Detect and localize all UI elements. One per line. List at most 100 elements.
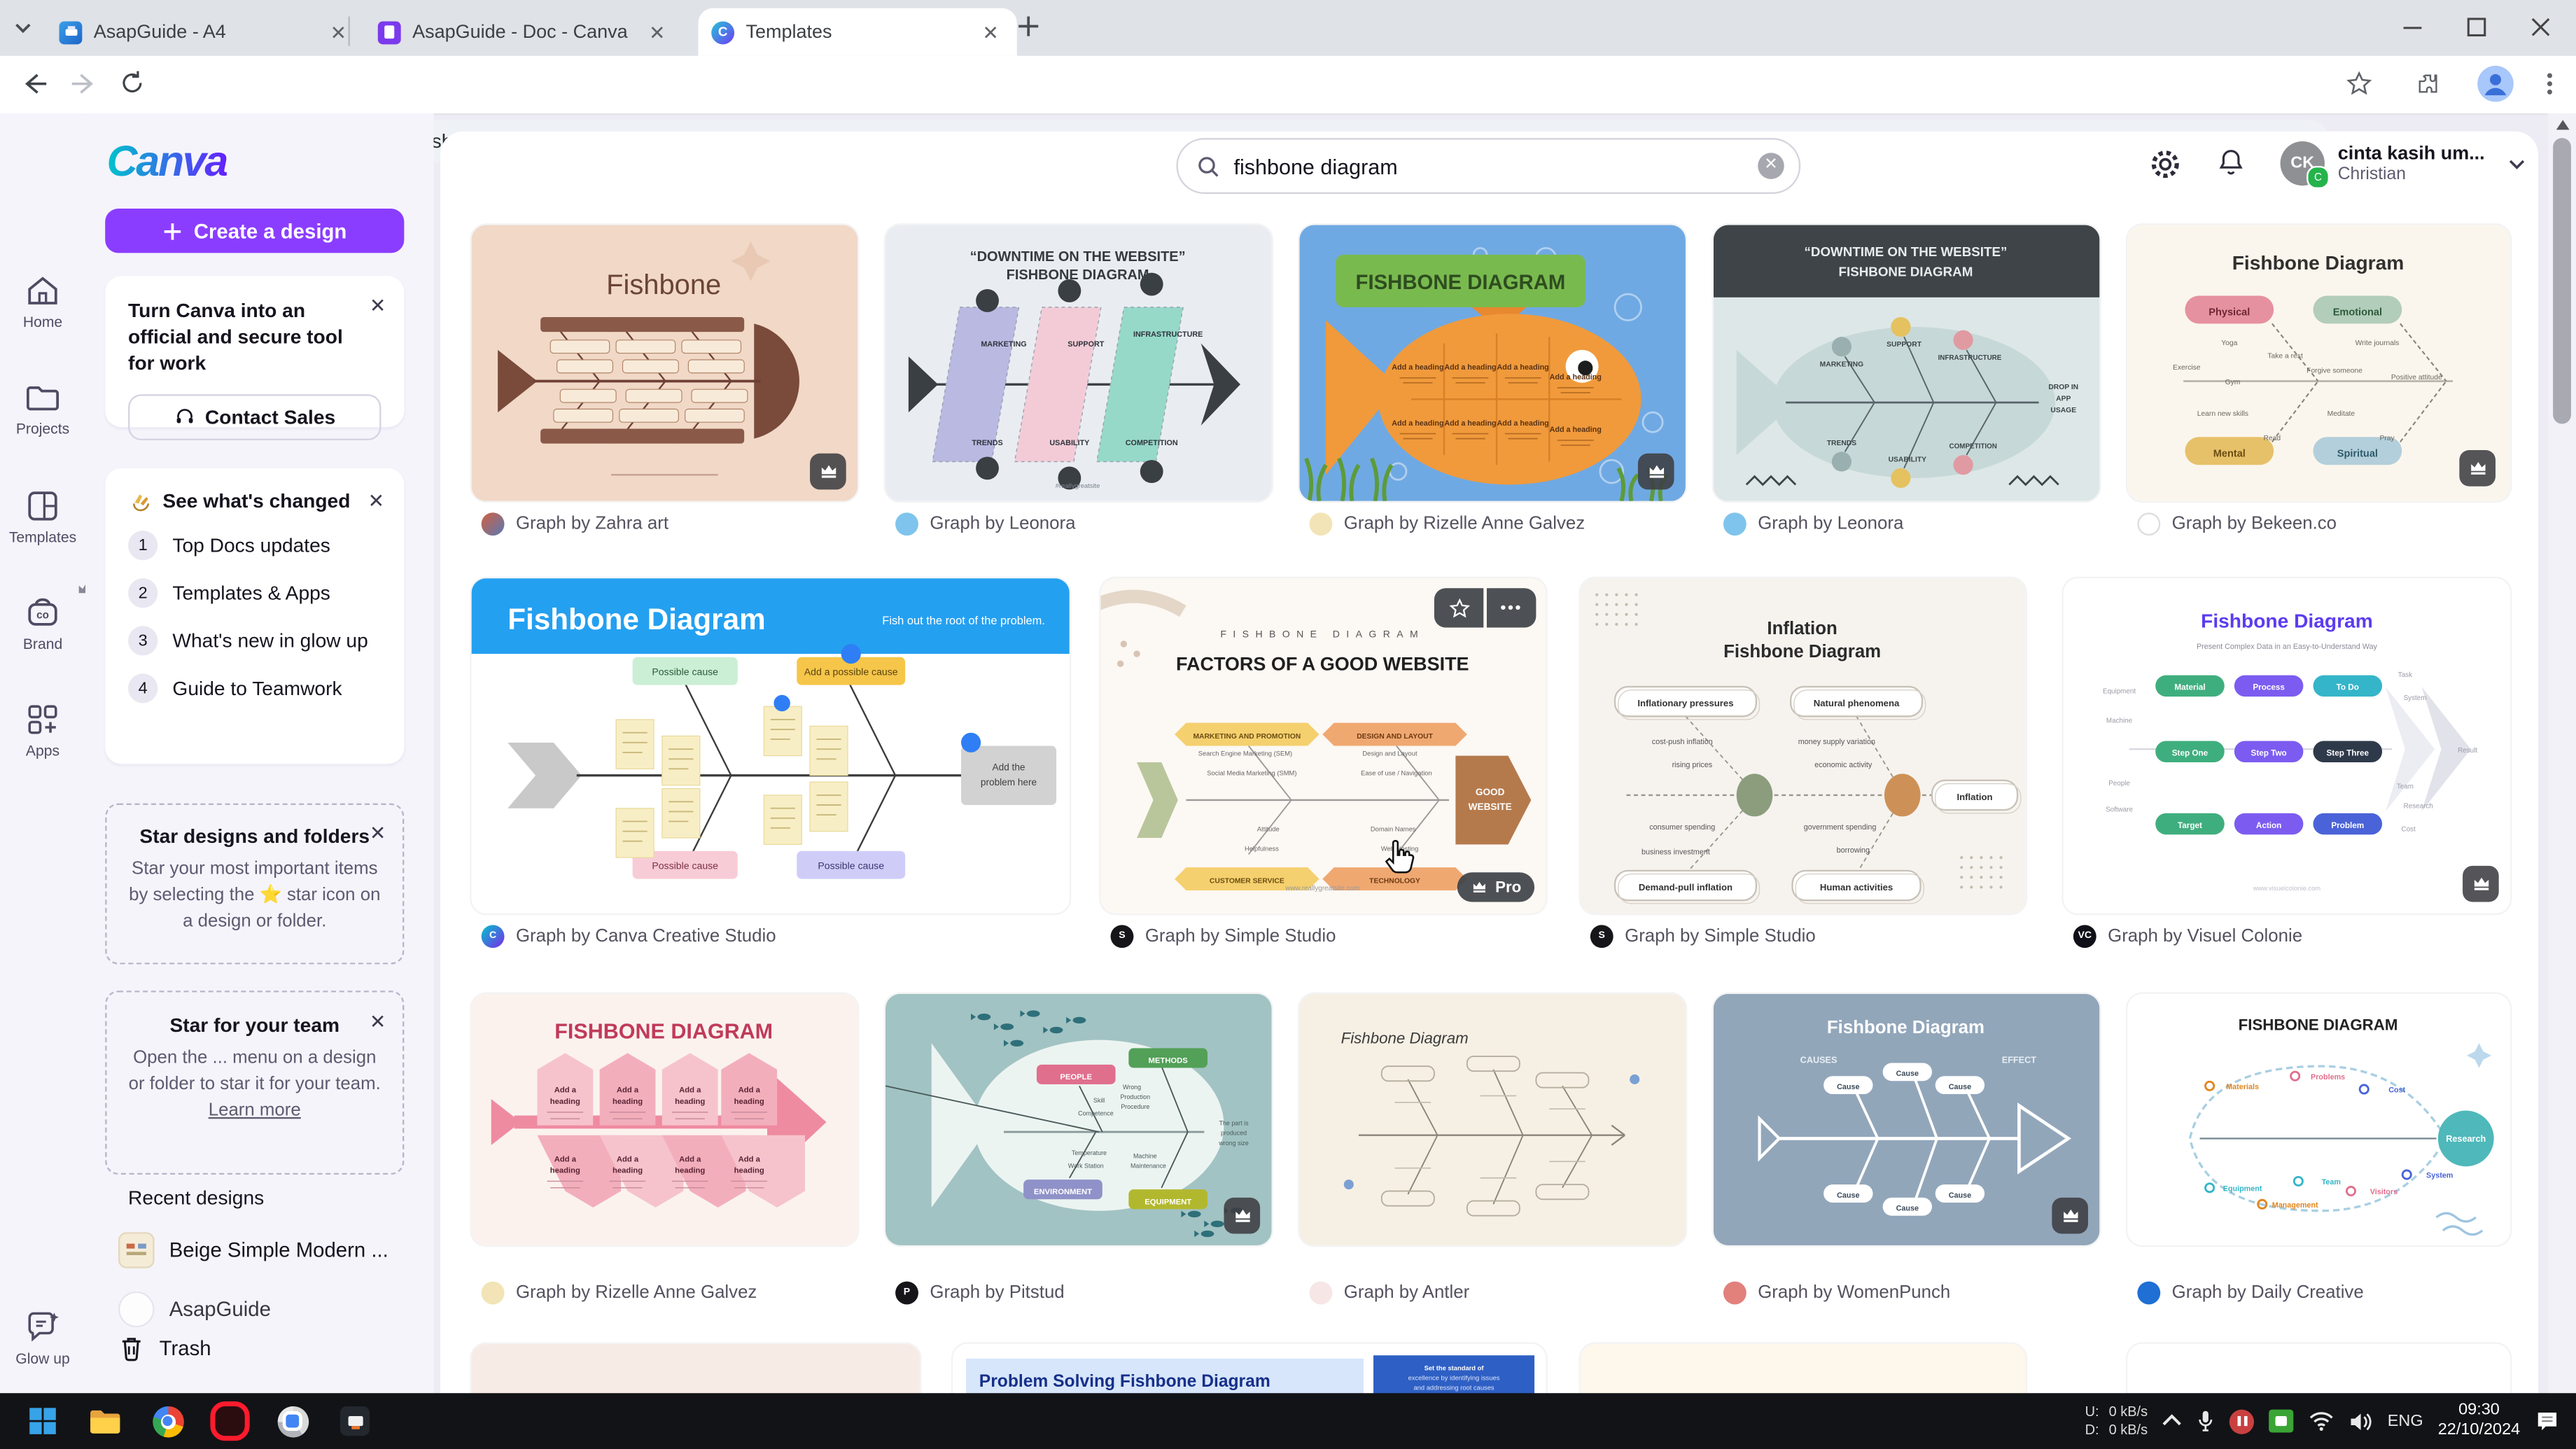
tab-asapguide-doc[interactable]: AsapGuide - Doc - Canva ✕ xyxy=(365,8,683,56)
template-card[interactable]: “DOWNTIME ON THE WEBSITE”FISHBONE DIAGRA… xyxy=(1713,225,2100,501)
page-scrollbar[interactable] xyxy=(2548,113,2576,1395)
recent-design-item[interactable]: AsapGuide xyxy=(118,1291,407,1328)
tab-asapguide-a4[interactable]: AsapGuide - A4 ✕ xyxy=(46,8,365,56)
notifications-bell-icon[interactable] xyxy=(2215,146,2248,179)
template-attribution[interactable]: S Graph by Simple Studio xyxy=(1110,925,1336,948)
ime-icon[interactable] xyxy=(2269,1409,2294,1433)
trash-item[interactable]: Trash xyxy=(118,1334,407,1362)
template-card[interactable]: Fishbone xyxy=(471,225,858,501)
maximize-icon[interactable] xyxy=(2466,16,2488,38)
svg-text:Emotional: Emotional xyxy=(2333,307,2382,318)
template-attribution[interactable]: Graph by WomenPunch xyxy=(1723,1281,1950,1305)
star-designs-close-icon[interactable]: ✕ xyxy=(369,821,386,845)
canva-logo[interactable]: Canva xyxy=(107,136,229,188)
promo-close-icon[interactable]: ✕ xyxy=(369,294,386,317)
forward-icon[interactable] xyxy=(69,69,99,99)
template-attribution[interactable]: Graph by Bekeen.co xyxy=(2137,512,2337,536)
app-icon[interactable] xyxy=(335,1401,374,1441)
sidebar-item-projects[interactable]: Projects xyxy=(0,378,85,437)
template-card[interactable]: Problem Solving Fishbone Diagram Set the… xyxy=(953,1343,1546,1395)
search-input[interactable]: fishbone diagram ✕ xyxy=(1176,138,1801,194)
sidebar-item-glow-up[interactable]: Glow up xyxy=(0,1308,85,1367)
template-attribution[interactable]: Graph by Antler xyxy=(1309,1281,1469,1305)
sidebar-item-templates[interactable]: Templates xyxy=(0,486,85,545)
browser-menu-icon[interactable] xyxy=(2538,71,2561,97)
bookmark-star-icon[interactable] xyxy=(2346,71,2372,97)
file-explorer-icon[interactable] xyxy=(85,1401,125,1441)
microphone-icon[interactable] xyxy=(2197,1410,2215,1433)
star-button[interactable] xyxy=(1434,588,1484,628)
extensions-icon[interactable] xyxy=(2415,71,2442,97)
language-indicator[interactable]: ENG xyxy=(2387,1412,2423,1431)
more-options-button[interactable]: ••• xyxy=(1486,588,1536,628)
contact-sales-button[interactable]: Contact Sales xyxy=(128,393,382,440)
chrome-icon[interactable] xyxy=(148,1401,187,1441)
template-attribution[interactable]: Graph by Leonora xyxy=(1723,512,1903,536)
browser-profile-avatar[interactable] xyxy=(2477,65,2514,102)
settings-gear-icon[interactable] xyxy=(2149,148,2182,181)
template-attribution[interactable]: S Graph by Simple Studio xyxy=(1590,925,1816,948)
back-icon[interactable] xyxy=(20,69,49,99)
recent-design-item[interactable]: Beige Simple Modern ... xyxy=(118,1232,407,1268)
template-card[interactable] xyxy=(1580,1343,2026,1395)
template-card[interactable] xyxy=(471,1343,920,1395)
template-attribution[interactable]: Graph by Rizelle Anne Galvez xyxy=(1309,512,1585,536)
star-team-close-icon[interactable]: ✕ xyxy=(369,1010,386,1034)
svg-text:To Do: To Do xyxy=(2337,683,2359,692)
template-attribution[interactable]: Graph by Leonora xyxy=(895,512,1075,536)
svg-text:government spending: government spending xyxy=(1804,823,1877,832)
tray-expand-icon[interactable] xyxy=(2162,1413,2182,1429)
template-attribution[interactable]: Graph by Daily Creative xyxy=(2137,1281,2364,1305)
template-attribution[interactable]: P Graph by Pitstud xyxy=(895,1281,1065,1305)
template-card[interactable]: “DOWNTIME ON THE WEBSITE”FISHBONE DIAGRA… xyxy=(886,225,1272,501)
clock[interactable]: 09:30 22/10/2024 xyxy=(2438,1401,2520,1442)
learn-more-link[interactable]: Learn more xyxy=(208,1100,301,1121)
tab-close-icon[interactable]: ✕ xyxy=(982,20,1000,44)
reload-icon[interactable] xyxy=(118,69,146,97)
minimize-icon[interactable] xyxy=(2402,16,2423,38)
recording-pause-icon[interactable] xyxy=(2230,1408,2255,1434)
account-menu[interactable]: CK C cinta kasih um... Christian xyxy=(2280,141,2528,189)
template-card[interactable]: Fishbone Diagram xyxy=(1299,993,1686,1245)
template-attribution[interactable]: Graph by Zahra art xyxy=(481,512,668,536)
tab-search-icon[interactable] xyxy=(13,18,33,38)
create-design-button[interactable]: Create a design xyxy=(105,209,405,253)
svg-text:economic activity: economic activity xyxy=(1814,761,1872,769)
tab-close-icon[interactable]: ✕ xyxy=(330,20,347,44)
sidebar-item-brand[interactable]: co Brand xyxy=(0,584,92,652)
template-attribution[interactable]: C Graph by Canva Creative Studio xyxy=(481,925,776,948)
tab-templates[interactable]: C Templates ✕ xyxy=(698,8,1017,56)
opera-browser-icon[interactable] xyxy=(210,1401,250,1441)
close-icon[interactable] xyxy=(2530,16,2552,38)
template-attribution[interactable]: Graph by Rizelle Anne Galvez xyxy=(481,1281,757,1305)
notification-center-icon[interactable] xyxy=(2535,1410,2559,1433)
browser-profile-icon[interactable] xyxy=(273,1401,312,1441)
start-button[interactable] xyxy=(23,1401,62,1441)
new-tab-button[interactable] xyxy=(1015,13,1042,40)
creator-name: Graph by Leonora xyxy=(1758,514,1904,534)
sidebar-item-home[interactable]: Home xyxy=(0,271,85,330)
tab-close-icon[interactable]: ✕ xyxy=(648,20,666,44)
sidebar-item-apps[interactable]: Apps xyxy=(0,700,85,759)
whats-changed-close-icon[interactable]: ✕ xyxy=(368,489,385,513)
volume-icon[interactable] xyxy=(2350,1410,2373,1432)
template-card[interactable] xyxy=(2127,1343,2511,1395)
wifi-icon[interactable] xyxy=(2309,1411,2335,1431)
clear-search-icon[interactable]: ✕ xyxy=(1758,153,1784,179)
template-attribution[interactable]: VC Graph by Visuel Colonie xyxy=(2073,925,2302,948)
scrollbar-thumb[interactable] xyxy=(2553,138,2571,424)
template-card[interactable]: FISHBONE DIAGRAM FACTORS OF A GOOD WEBSI… xyxy=(1100,578,1546,913)
